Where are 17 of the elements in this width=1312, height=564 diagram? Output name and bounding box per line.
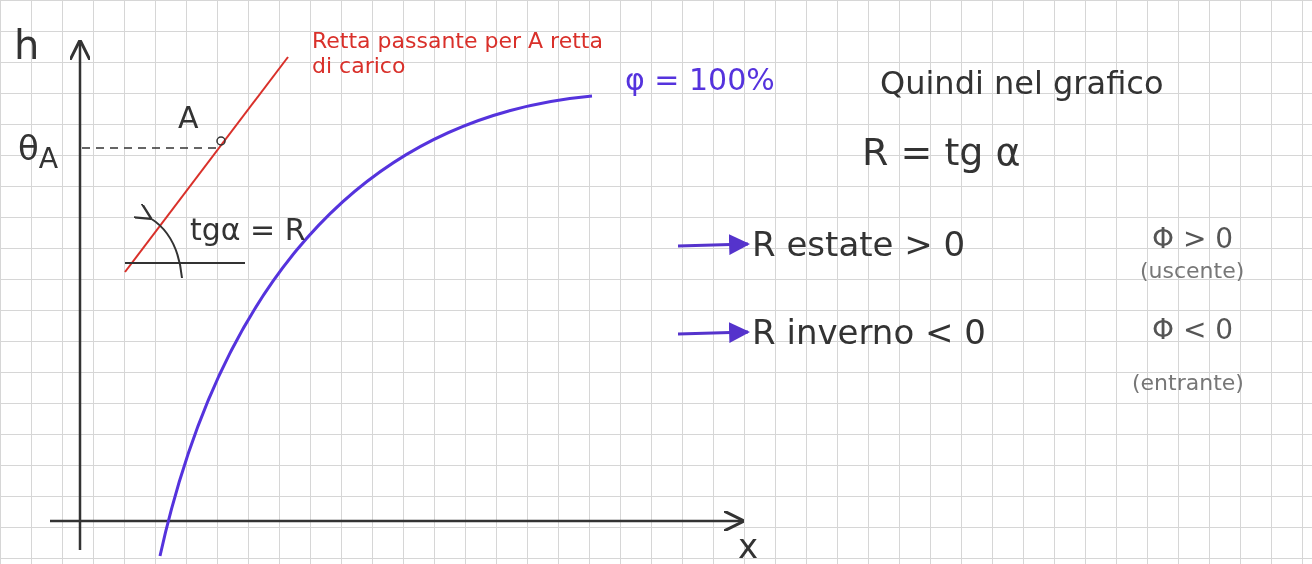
curve-label: φ = 100%	[625, 62, 775, 97]
condition-text: R inverno < 0	[752, 312, 986, 352]
flux-note: (entrante)	[1132, 370, 1244, 395]
arrow	[677, 234, 751, 256]
axis-value-label: θ$_{A}$	[18, 128, 59, 175]
heading-note: Quindi nel grafico	[880, 64, 1164, 102]
line-annotation: Retta passante per A retta di carico	[312, 28, 604, 78]
axis-label: h	[14, 22, 40, 68]
condition-text: R estate > 0	[752, 224, 966, 264]
axis-label: x	[738, 526, 759, 564]
formula: R = tg α	[862, 130, 1021, 174]
point-label: A	[178, 100, 199, 135]
flux-note: (uscente)	[1140, 258, 1245, 283]
flux-condition: Φ > 0	[1152, 222, 1234, 255]
flux-condition: Φ < 0	[1152, 313, 1234, 346]
arrow	[677, 322, 751, 344]
angle-label: tgα = R	[190, 212, 306, 247]
